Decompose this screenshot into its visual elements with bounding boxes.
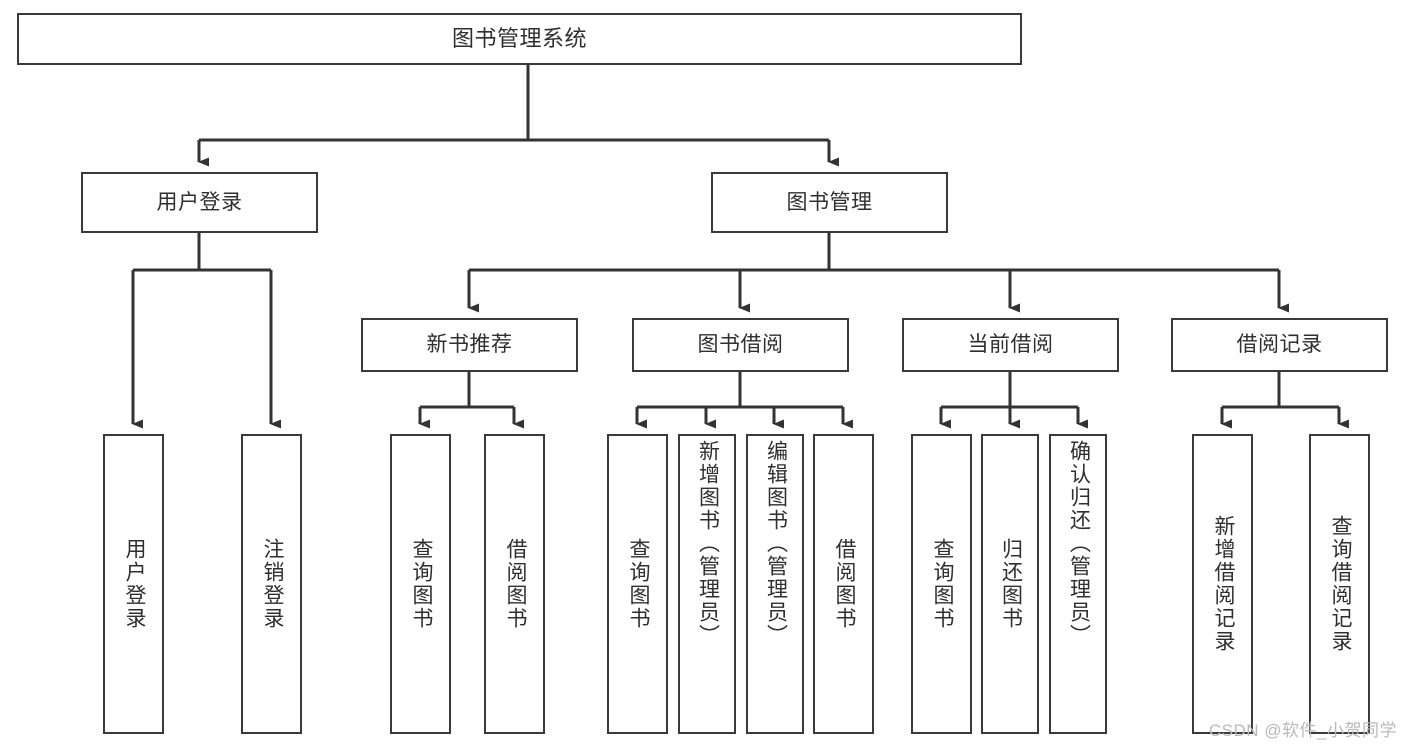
node-label: 借阅图书 [503,538,527,630]
node-root-book-management-system[interactable]: 图书管理系统 [17,13,1022,65]
node-label: 新书推荐 [426,333,513,357]
node-label: 用户登录 [122,538,146,630]
leaf-book-borrow-edit-book-admin[interactable]: 编辑图书（管理员） [746,434,804,734]
node-label: 图书管理系统 [451,25,587,51]
node-label: 新增借阅记录 [1211,515,1235,653]
node-label: 借阅图书 [832,538,856,630]
node-label: 图书借阅 [697,333,784,357]
leaf-user-login-sign-out[interactable]: 注销登录 [241,434,302,734]
leaf-book-borrow-query-book[interactable]: 查询图书 [607,434,668,734]
node-label: 借阅记录 [1236,333,1323,357]
leaf-user-login-sign-in[interactable]: 用户登录 [103,434,164,734]
watermark-text: CSDN @软件_小贺同学 [1208,721,1397,740]
node-label: 查询图书 [626,538,650,630]
node-user-login[interactable]: 用户登录 [81,172,318,233]
node-current-borrow[interactable]: 当前借阅 [902,318,1119,372]
node-label: 归还图书 [999,538,1023,630]
node-label: 注销登录 [260,538,284,630]
node-book-borrow[interactable]: 图书借阅 [632,318,849,372]
node-label: 查询图书 [930,538,954,630]
node-label: 用户登录 [156,190,243,214]
node-label: 新增图书（管理员） [696,440,720,647]
node-label: 当前借阅 [967,333,1054,357]
leaf-current-borrow-query-book[interactable]: 查询图书 [911,434,972,734]
node-book-management[interactable]: 图书管理 [711,172,948,233]
leaf-borrow-record-query-record[interactable]: 查询借阅记录 [1309,434,1370,734]
leaf-new-book-query-book[interactable]: 查询图书 [390,434,451,734]
node-borrow-record[interactable]: 借阅记录 [1171,318,1388,372]
node-label: 编辑图书（管理员） [764,440,788,647]
node-new-book-recommendation[interactable]: 新书推荐 [361,318,578,372]
node-label: 确认归还（管理员） [1067,440,1091,647]
leaf-new-book-borrow-book[interactable]: 借阅图书 [484,434,545,734]
leaf-current-borrow-return-book[interactable]: 归还图书 [981,434,1039,734]
leaf-book-borrow-add-book-admin[interactable]: 新增图书（管理员） [678,434,736,734]
leaf-current-borrow-confirm-return-admin[interactable]: 确认归还（管理员） [1049,434,1107,734]
node-label: 查询借阅记录 [1328,515,1352,653]
node-label: 查询图书 [409,538,433,630]
leaf-book-borrow-borrow-book[interactable]: 借阅图书 [813,434,874,734]
node-label: 图书管理 [786,190,873,214]
leaf-borrow-record-add-record[interactable]: 新增借阅记录 [1192,434,1253,734]
